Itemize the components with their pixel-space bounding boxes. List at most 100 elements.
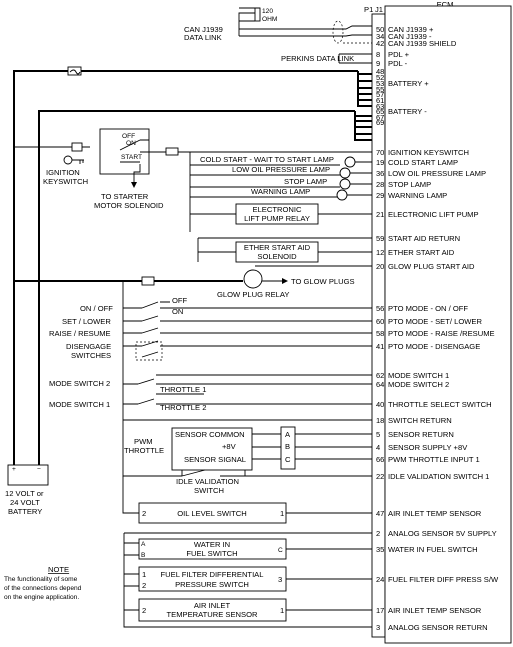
ait-pin-2: 2: [142, 606, 146, 615]
ecm-pin-number: 40: [376, 400, 384, 409]
fuse-keyswitch: [165, 147, 179, 156]
mode-switch-wires: [122, 368, 372, 421]
ecm-pin-number: 60: [376, 317, 384, 326]
can-shield: [332, 20, 344, 44]
ecm-pin-label: LOW OIL PRESSURE LAMP: [388, 169, 486, 178]
wif-pin-c: C: [278, 547, 283, 554]
pwm-conn-c: C: [285, 455, 291, 464]
key-off-label: OFF: [122, 133, 135, 140]
datalink-label: DATA LINK: [184, 33, 222, 42]
oil-level-pin-2: 2: [142, 509, 146, 518]
ecm-pin-number: 22: [376, 472, 384, 481]
ecm-pin-label: CAN J1939 SHIELD: [388, 39, 457, 48]
keyswitch-contacts: [119, 139, 170, 182]
perkins-wires: [338, 53, 372, 64]
ecm-pin-label: PTO MODE - RAISE /RESUME: [388, 329, 495, 338]
ecm-pin-number: 18: [376, 416, 384, 425]
ecm-pin-number: 3: [376, 623, 380, 632]
ffd-pin-3: 3: [278, 575, 282, 584]
starter-label-2: MOTOR SOLENOID: [94, 201, 164, 210]
ecm-pin-label: PTO MODE - DISENGAGE: [388, 342, 480, 351]
battery-plus: +: [12, 466, 16, 473]
ecm-pin-label: COLD START LAMP: [388, 158, 458, 167]
lift-relay-label-2: LIFT PUMP RELAY: [244, 214, 310, 223]
oil-level-pin-1: 1: [280, 509, 284, 518]
pwm-label-2: THROTTLE: [124, 446, 164, 455]
throttle1-label: THROTTLE 1: [160, 385, 206, 394]
ecm-pin-label: AIR INLET TEMP SENSOR: [388, 509, 482, 518]
ecm-pin-number: 67: [376, 113, 384, 122]
key-icon: [63, 155, 84, 165]
ecm-pin-label: FUEL FILTER DIFF PRESS S/W: [388, 575, 499, 584]
note-line-3: on the engine application.: [4, 594, 79, 601]
ecm-pin-number: 17: [376, 606, 384, 615]
terminating-resistor: [254, 7, 261, 22]
fuse-glow: [141, 276, 155, 286]
ecm-pin-number: 4: [376, 443, 380, 452]
plus8v-label: +8V: [222, 442, 237, 451]
ecm-pin-number: 19: [376, 158, 384, 167]
glow-plug-relay: [243, 269, 263, 289]
pwm-connector: [280, 426, 296, 470]
sensor-signal-label: SENSOR SIGNAL: [184, 455, 246, 464]
oil-level-label: OIL LEVEL SWITCH: [177, 509, 247, 518]
warning-lamp-label: WARNING LAMP: [251, 187, 310, 196]
ecm-pin-label: PDL -: [388, 59, 408, 68]
low-oil-lamp-label: LOW OIL PRESSURE LAMP: [232, 165, 330, 174]
glow-plugs-label: TO GLOW PLUGS: [291, 277, 355, 286]
ecm-pin-number: 29: [376, 191, 384, 200]
ecm-pin-label: IDLE VALIDATION SWITCH 1: [388, 472, 489, 481]
ecm-pin-label: SENSOR RETURN: [388, 430, 454, 439]
ecm-pin-label: IGNITION KEYSWITCH: [388, 148, 469, 157]
ether-wires: [198, 251, 372, 267]
ecm-pin-label: PDL +: [388, 50, 410, 59]
ecm-pin-number: 56: [376, 304, 384, 313]
ecm-pin-number: 52: [376, 73, 384, 82]
resistor-value: 120: [262, 8, 273, 15]
ffd-pin-1: 1: [142, 570, 146, 579]
ecm-pin-label: ANALOG SENSOR 5V SUPPLY: [388, 529, 497, 538]
cold-lamp-label: COLD START - WAIT TO START LAMP: [200, 155, 334, 164]
ecm-pin-label: ELECTRONIC LIFT PUMP: [388, 210, 479, 219]
ait-pin-1: 1: [280, 606, 284, 615]
ecm-pin-label: MODE SWITCH 1: [388, 371, 449, 380]
battery: [7, 464, 49, 486]
pto-disengage-label-1: DISENGAGE: [66, 342, 111, 351]
ecm-pin-label: SENSOR SUPPLY +8V: [388, 443, 468, 452]
lift-relay-label-1: ELECTRONIC: [253, 205, 302, 214]
ffd-label-2: PRESSURE SWITCH: [175, 580, 249, 589]
pto-switch-icons: [135, 301, 170, 361]
ecm-pin-number: 55: [376, 85, 384, 94]
pto-set-label: SET / LOWER: [62, 317, 111, 326]
ecm-pin-number: 5: [376, 430, 380, 439]
wif-label-1: WATER IN: [194, 540, 230, 549]
ecm-pin-number: 28: [376, 180, 384, 189]
ecm-pin-number: 36: [376, 169, 384, 178]
ecm-pin-number: 66: [376, 455, 384, 464]
ecm-pin-number: 48: [376, 67, 384, 76]
mode1-label: MODE SWITCH 1: [49, 400, 110, 409]
key-start-label: START: [121, 154, 142, 161]
mode2-label: MODE SWITCH 2: [49, 379, 110, 388]
note-line-2: of the connections depend: [4, 585, 82, 592]
ffd-pin-2: 2: [142, 581, 146, 590]
ecm-pin-label: ANALOG SENSOR RETURN: [388, 623, 488, 632]
ecm-pin-number: 58: [376, 329, 384, 338]
perkins-label: PERKINS DATA LINK: [281, 54, 354, 63]
ecm-pin-label: MODE SWITCH 2: [388, 380, 449, 389]
ecm-pin-number: 53: [376, 79, 384, 88]
battery-label-1: 12 VOLT or: [5, 489, 44, 498]
ecm-pin-label: GLOW PLUG START AID: [388, 262, 475, 271]
ecm-pin-number: 20: [376, 262, 384, 271]
ecm-pin-number: 24: [376, 575, 384, 584]
wif-wires: [124, 542, 372, 556]
sensor-common-label: SENSOR COMMON: [175, 430, 245, 439]
ecm-pin-label: STOP LAMP: [388, 180, 431, 189]
ecm-pin-label: CAN J1939 +: [388, 25, 434, 34]
start-aid-return: [197, 237, 372, 262]
ecm-pin-label: CAN J1939 -: [388, 32, 432, 41]
pto-off-label: OFF: [172, 296, 188, 305]
idle-switch-contact: [181, 469, 245, 477]
ecm-pin-label: PWM THROTTLE INPUT 1: [388, 455, 480, 464]
wif-pin-a: A: [141, 541, 146, 548]
